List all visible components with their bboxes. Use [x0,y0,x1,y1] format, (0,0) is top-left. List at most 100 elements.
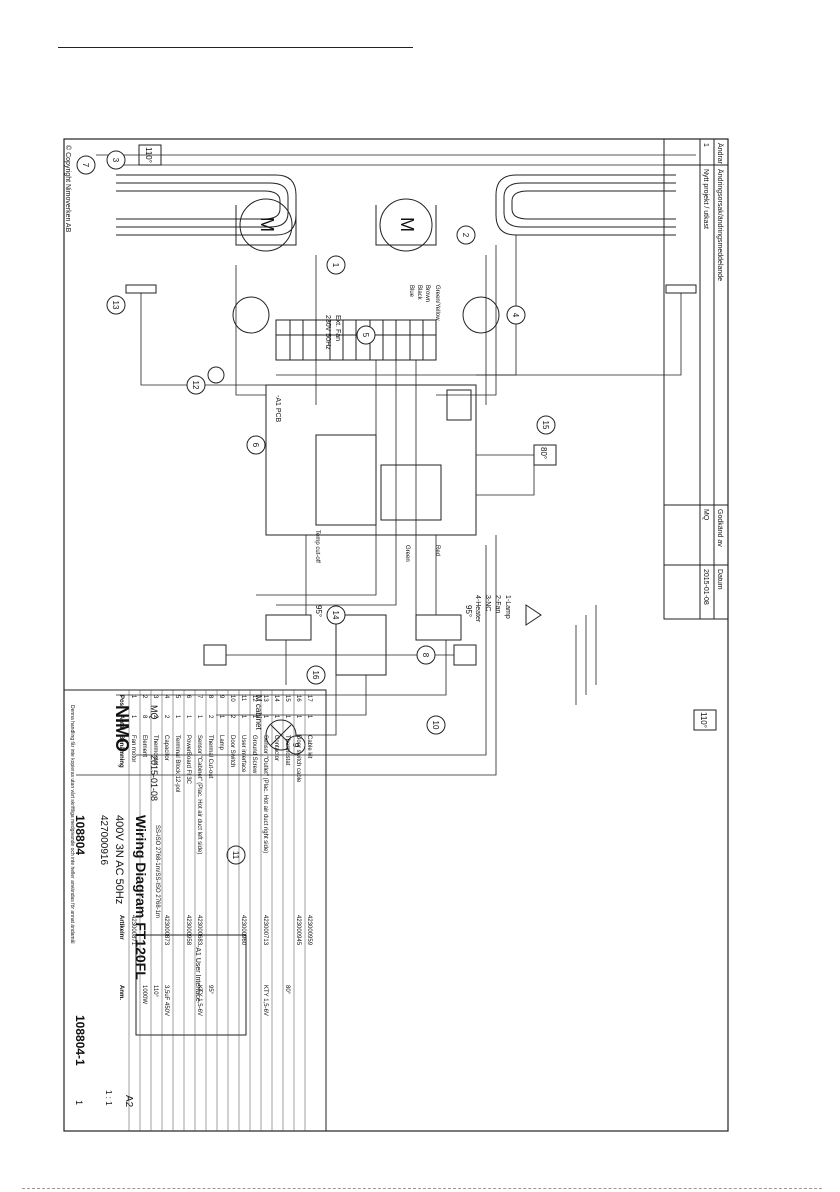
rev-row-0: 1 [702,143,709,147]
bom-cell: User interface [240,735,246,773]
callout-3: 3 [106,150,126,170]
door-switch-left [453,644,477,666]
bom-cell: 1 [306,715,312,719]
warning-item-2: 2-Fan [494,595,501,613]
bom-cell: Lamp [218,735,224,751]
svg-text:1: 1 [331,263,340,268]
bom-cell: 8 [141,715,147,719]
svg-text:13: 13 [111,301,120,310]
svg-text:15: 15 [541,421,550,430]
cutout-95-label-right: 95° [314,605,323,617]
svg-text:14: 14 [331,611,340,620]
power-board [265,384,477,536]
diagram-title: Wiring Diagram FT120FL [133,815,149,980]
bom-cell: Contactor [273,735,279,761]
sensor-cabinet [665,284,697,294]
bom-cell: 2 [163,715,169,719]
svg-text:11: 11 [231,851,240,860]
notice: Denna handling får inte kopieras utan vå… [69,705,76,943]
supply-spec: 400V 3N AC 50Hz [113,815,125,904]
capacitor-right [232,296,270,334]
bom-cell: 6 [185,695,191,699]
rev-row-3: 2015-01-08 [702,569,709,605]
callout-4: 4 [506,305,526,325]
ui-box-label: -A1 User Interface [194,945,201,1002]
bom-cell: 423000683 [196,915,202,946]
callout-13: 13 [106,295,126,315]
contactor [335,614,387,676]
bom-header-cell: Benämning [118,735,124,768]
svg-text:16: 16 [311,671,320,680]
bom-cell: 11 [240,695,246,702]
wire-brown-label: Brown [424,285,430,302]
wire-green-label: Green [404,545,410,562]
callout-8: 8 [416,645,436,665]
bom-cell: 1 [295,715,301,719]
sheet-size: A2 [123,1095,134,1108]
svg-text:12: 12 [191,381,200,390]
warning-item-4: 4-Heater [474,595,481,623]
bom-cell: 1 [218,715,224,719]
door-switch-right [203,644,227,666]
bom-cell: Element [141,735,147,757]
bom-cell: 1 [174,715,180,719]
bom-cell: 423000959 [306,915,312,946]
callout-10: 10 [426,715,446,735]
bom-cell: 12 [251,695,257,702]
ground-screw [207,366,225,384]
fan-motor-left [379,198,433,252]
wire-blue-label: Blue [408,285,414,298]
warning-item-1: 1-Lamp [504,595,511,619]
heating-element-left [495,174,676,236]
bom-cell: 1 [273,715,279,719]
callout-11: 11 [226,845,246,865]
bom-cell: 1 [240,715,246,719]
bom-cell: 8 [207,695,213,699]
rev-header-1: Ändringsorsak/ändringsmeddelande [716,169,724,281]
rev-header-0: Ändrar [716,143,724,165]
rev-header-2: Godkänd av [716,509,723,547]
callout-1: 1 [326,255,346,275]
bom-header-cell: Antal [118,715,124,730]
fan-label: Ext. Fan [334,315,341,341]
bom-cell: 3 [152,695,158,699]
bom-cell: 2 [152,715,158,719]
bom-cell: Thermostat [152,735,158,766]
bom-cell: 1 [196,715,202,719]
bom-cell: 2 [207,715,213,719]
temp-cutoff-label: Temp cut-off [314,530,320,563]
user-interface-box [135,934,247,1036]
svg-text:4: 4 [511,313,520,318]
lamp-label: M cabinet [254,695,263,730]
bom-cell: Cable kit [306,735,312,759]
motor-label-left: M [397,217,417,232]
date: 2015-01-08 [149,755,159,801]
svg-text:6: 6 [251,443,260,448]
bom-cell: 423000873 [163,915,169,946]
thermostat-80-label: 80° [539,447,548,459]
svg-text:5: 5 [361,333,370,338]
bom-cell: 423000958 [185,915,191,946]
svg-text:8: 8 [421,653,430,658]
board-label: -A1 PCB [274,395,281,423]
svg-text:2: 2 [461,233,470,238]
bom-cell: 423000945 [295,915,301,946]
callout-12: 12 [186,375,206,395]
footer-rule [22,1188,822,1189]
bom-cell: 2 [141,695,147,699]
fan-motor-right [239,198,293,252]
warning-triangle-icon [525,604,542,626]
logo: NIMO [112,705,132,752]
